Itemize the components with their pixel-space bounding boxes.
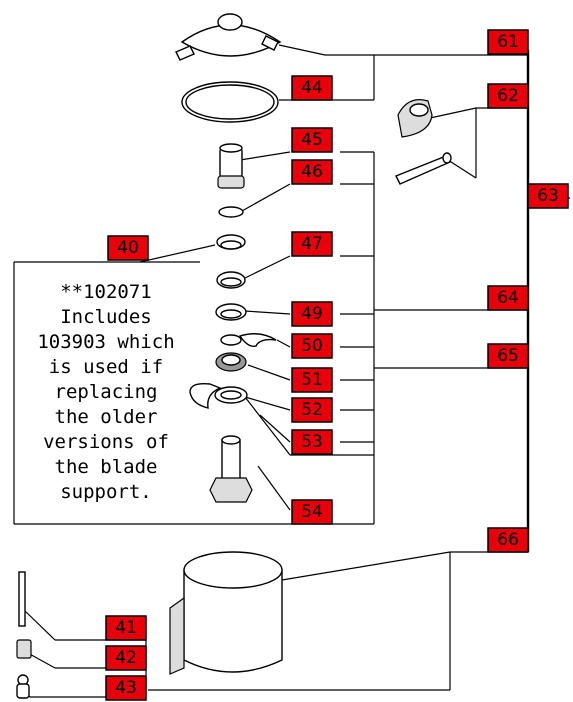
note-line-6: the older <box>55 406 158 428</box>
label-49: 49 <box>291 301 333 327</box>
label-50: 50 <box>291 333 333 359</box>
label-40: 40 <box>107 235 149 261</box>
part-54-support <box>209 435 253 503</box>
label-51-text: 51 <box>301 370 323 390</box>
label-62-text: 62 <box>497 86 519 106</box>
part-52-blade <box>189 382 248 409</box>
note-line-7: versions of <box>43 431 169 453</box>
part-45-spindle <box>217 143 245 189</box>
label-43-text: 43 <box>115 678 137 698</box>
label-61-text: 61 <box>497 32 519 52</box>
label-65-text: 65 <box>497 346 519 366</box>
label-41: 41 <box>105 615 147 641</box>
label-49-text: 49 <box>301 304 323 324</box>
label-66: 66 <box>487 527 529 553</box>
label-46: 46 <box>291 159 333 185</box>
label-54-text: 54 <box>301 502 323 522</box>
note-102071: **102071 Includes 103903 which is used i… <box>37 281 174 503</box>
label-52-text: 52 <box>301 400 323 420</box>
part-43-knob <box>16 674 30 699</box>
part-66-bowl <box>169 551 283 675</box>
note-line-4: is used if <box>49 356 163 378</box>
part-42-spring <box>16 639 32 659</box>
part-46-oring <box>218 206 244 218</box>
note-line-9: support. <box>60 481 152 503</box>
part-49-ring <box>215 303 247 321</box>
label-53: 53 <box>291 429 333 455</box>
part-61-lid <box>175 13 282 61</box>
label-40-text: 40 <box>117 238 139 258</box>
label-52: 52 <box>291 397 333 423</box>
note-line-8: the blade <box>55 456 158 478</box>
label-46-text: 46 <box>301 162 323 182</box>
note-line-5: replacing <box>55 381 158 403</box>
label-44: 44 <box>291 75 333 101</box>
label-47: 47 <box>291 231 333 257</box>
part-40-ring <box>216 234 246 250</box>
part-62-clip <box>397 99 433 138</box>
label-61: 61 <box>487 29 529 55</box>
label-62: 62 <box>487 83 529 109</box>
label-43: 43 <box>105 675 147 701</box>
part-41-rod <box>18 571 26 627</box>
label-42-text: 42 <box>115 648 137 668</box>
label-45: 45 <box>291 127 333 153</box>
part-44-seal <box>181 81 279 123</box>
part-51-washer <box>215 352 247 372</box>
label-66-text: 66 <box>497 530 519 550</box>
label-64-text: 64 <box>497 288 519 308</box>
note-line-1: **102071 <box>60 281 152 303</box>
label-51: 51 <box>291 367 333 393</box>
label-45-text: 45 <box>301 130 323 150</box>
label-50-text: 50 <box>301 336 323 356</box>
label-65: 65 <box>487 343 529 369</box>
label-54: 54 <box>291 499 333 525</box>
part-50-blade <box>220 333 277 347</box>
part-47-ring <box>216 271 246 289</box>
label-41-text: 41 <box>115 618 137 638</box>
note-line-2: Includes <box>60 306 152 328</box>
label-44-text: 44 <box>301 78 323 98</box>
label-47-text: 47 <box>301 234 323 254</box>
note-line-3: 103903 which <box>37 331 174 353</box>
part-62-pin <box>395 152 452 185</box>
label-53-text: 53 <box>301 432 323 452</box>
label-64: 64 <box>487 285 529 311</box>
label-63-text: 63 <box>537 186 559 206</box>
label-63: 63 <box>527 183 569 209</box>
label-42: 42 <box>105 645 147 671</box>
